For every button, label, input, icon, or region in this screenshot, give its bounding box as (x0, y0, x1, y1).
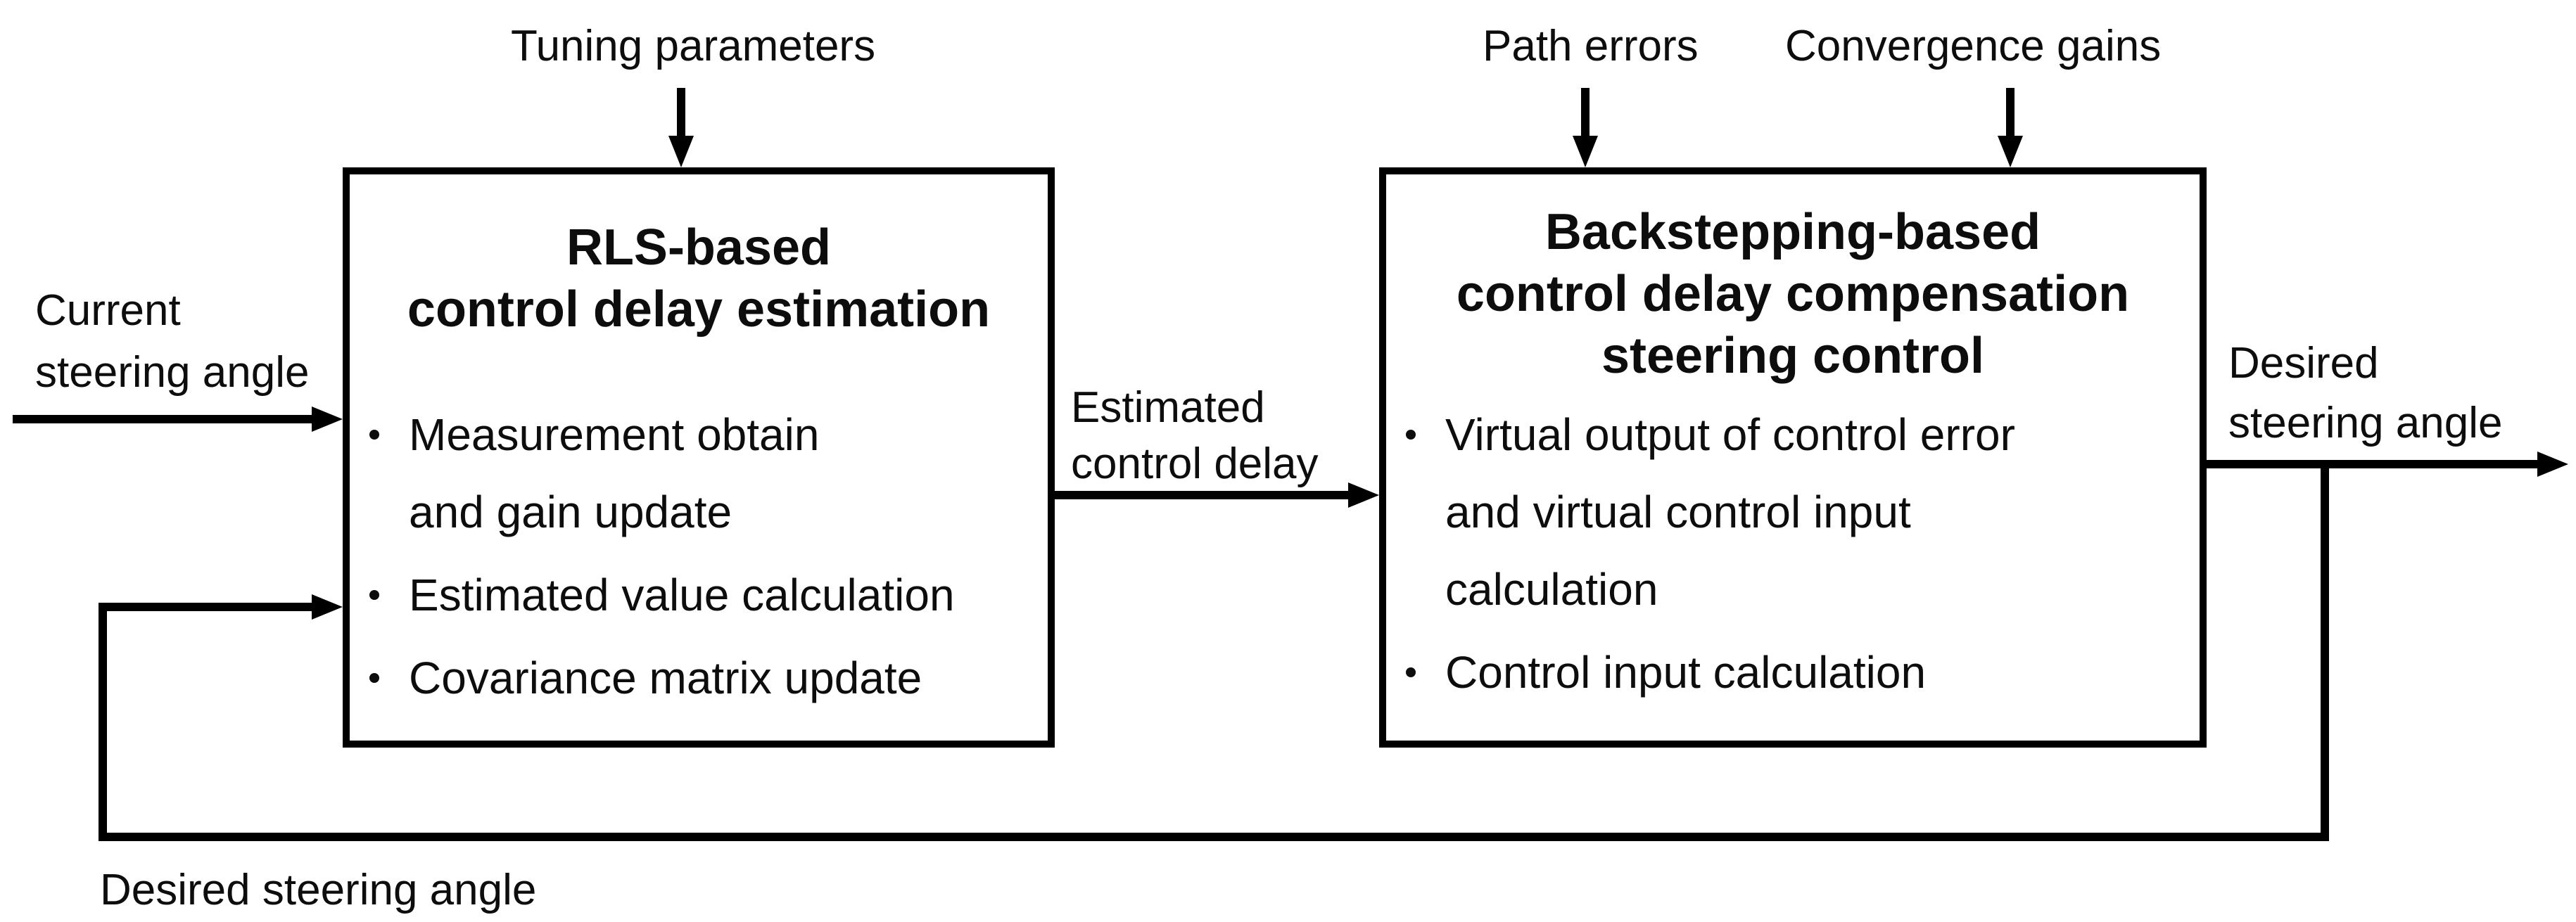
path-errors-arrowhead-icon (1573, 136, 1598, 167)
rls-bullet-list: Measurement obtain and gain update Estim… (350, 396, 1043, 717)
desired-output-line1: Desired (2228, 339, 2379, 388)
bullet-dot-icon (369, 590, 379, 600)
current-steering-arrowhead-icon (312, 406, 343, 432)
backstepping-title-line2: control delay compensation (1456, 266, 2130, 322)
desired-output-line2: steering angle (2228, 399, 2503, 447)
backstepping-bullet-1: Virtual output of control error and virt… (1445, 396, 2015, 628)
rls-title-line1: RLS-based (566, 219, 832, 276)
bullet-dot-icon (1406, 430, 1416, 440)
desired-feedback-text: Desired steering angle (100, 866, 537, 914)
convergence-gains-arrowhead-icon (1998, 136, 2023, 167)
backstepping-title-line1: Backstepping-based (1544, 204, 2041, 260)
path-errors-label: Path errors (1483, 17, 1699, 76)
desired-steering-angle-feedback-label: Desired steering angle (100, 861, 536, 920)
list-item: Covariance matrix update (350, 639, 1043, 717)
convergence-gains-label: Convergence gains (1785, 17, 2161, 76)
rls-bullet-1: Measurement obtain and gain update (409, 396, 819, 551)
rls-bullet-2: Estimated value calculation (409, 556, 955, 634)
backstepping-bullet-1-line2: and virtual control input (1445, 487, 1911, 537)
feedback-arrowhead-icon (312, 594, 343, 620)
rls-bullet-1-line1: Measurement obtain (409, 409, 820, 460)
bullet-dot-icon (1406, 667, 1416, 677)
backstepping-bullet-1-line1: Virtual output of control error (1445, 409, 2015, 460)
path-errors-text: Path errors (1483, 22, 1699, 70)
current-steering-line2: steering angle (35, 348, 310, 397)
tuning-parameters-label: Tuning parameters (511, 17, 875, 76)
estimated-delay-line2: control delay (1071, 440, 1319, 488)
tuning-parameters-arrowhead-icon (668, 136, 694, 167)
rls-bullet-3-line1: Covariance matrix update (409, 653, 922, 703)
output-arrowhead-icon (2537, 452, 2568, 477)
convergence-gains-text: Convergence gains (1785, 22, 2162, 70)
list-item: Control input calculation (1386, 634, 2195, 711)
estimated-control-delay-label: Estimated control delay (1071, 380, 1319, 492)
list-item: Measurement obtain and gain update (350, 396, 1043, 551)
current-steering-line1: Current (35, 286, 181, 335)
backstepping-bullet-2-line1: Control input calculation (1445, 647, 1927, 698)
rls-title-line2: control delay estimation (407, 281, 991, 338)
tuning-parameters-text: Tuning parameters (511, 22, 876, 70)
backstepping-bullet-1-line3: calculation (1445, 564, 1658, 615)
backstepping-bullet-2: Control input calculation (1445, 634, 1926, 711)
estimated-delay-line1: Estimated (1071, 383, 1265, 432)
rls-block-title: RLS-based control delay estimation (350, 217, 1048, 340)
current-steering-angle-label: Current steering angle (35, 280, 310, 404)
backstepping-control-block: Backstepping-based control delay compens… (1379, 167, 2207, 748)
desired-steering-angle-output-label: Desired steering angle (2228, 333, 2503, 453)
rls-estimation-block: RLS-based control delay estimation Measu… (343, 167, 1055, 748)
bullet-dot-icon (369, 430, 379, 440)
bullet-dot-icon (369, 673, 379, 683)
backstepping-bullet-list: Virtual output of control error and virt… (1386, 396, 2195, 711)
backstepping-title-line3: steering control (1601, 328, 1985, 384)
rls-bullet-1-line2: and gain update (409, 487, 732, 537)
list-item: Virtual output of control error and virt… (1386, 396, 2195, 628)
rls-bullet-2-line1: Estimated value calculation (409, 570, 955, 620)
list-item: Estimated value calculation (350, 556, 1043, 634)
backstepping-block-title: Backstepping-based control delay compens… (1386, 201, 2200, 387)
rls-bullet-3: Covariance matrix update (409, 639, 922, 717)
estimated-delay-arrowhead-icon (1348, 482, 1379, 508)
